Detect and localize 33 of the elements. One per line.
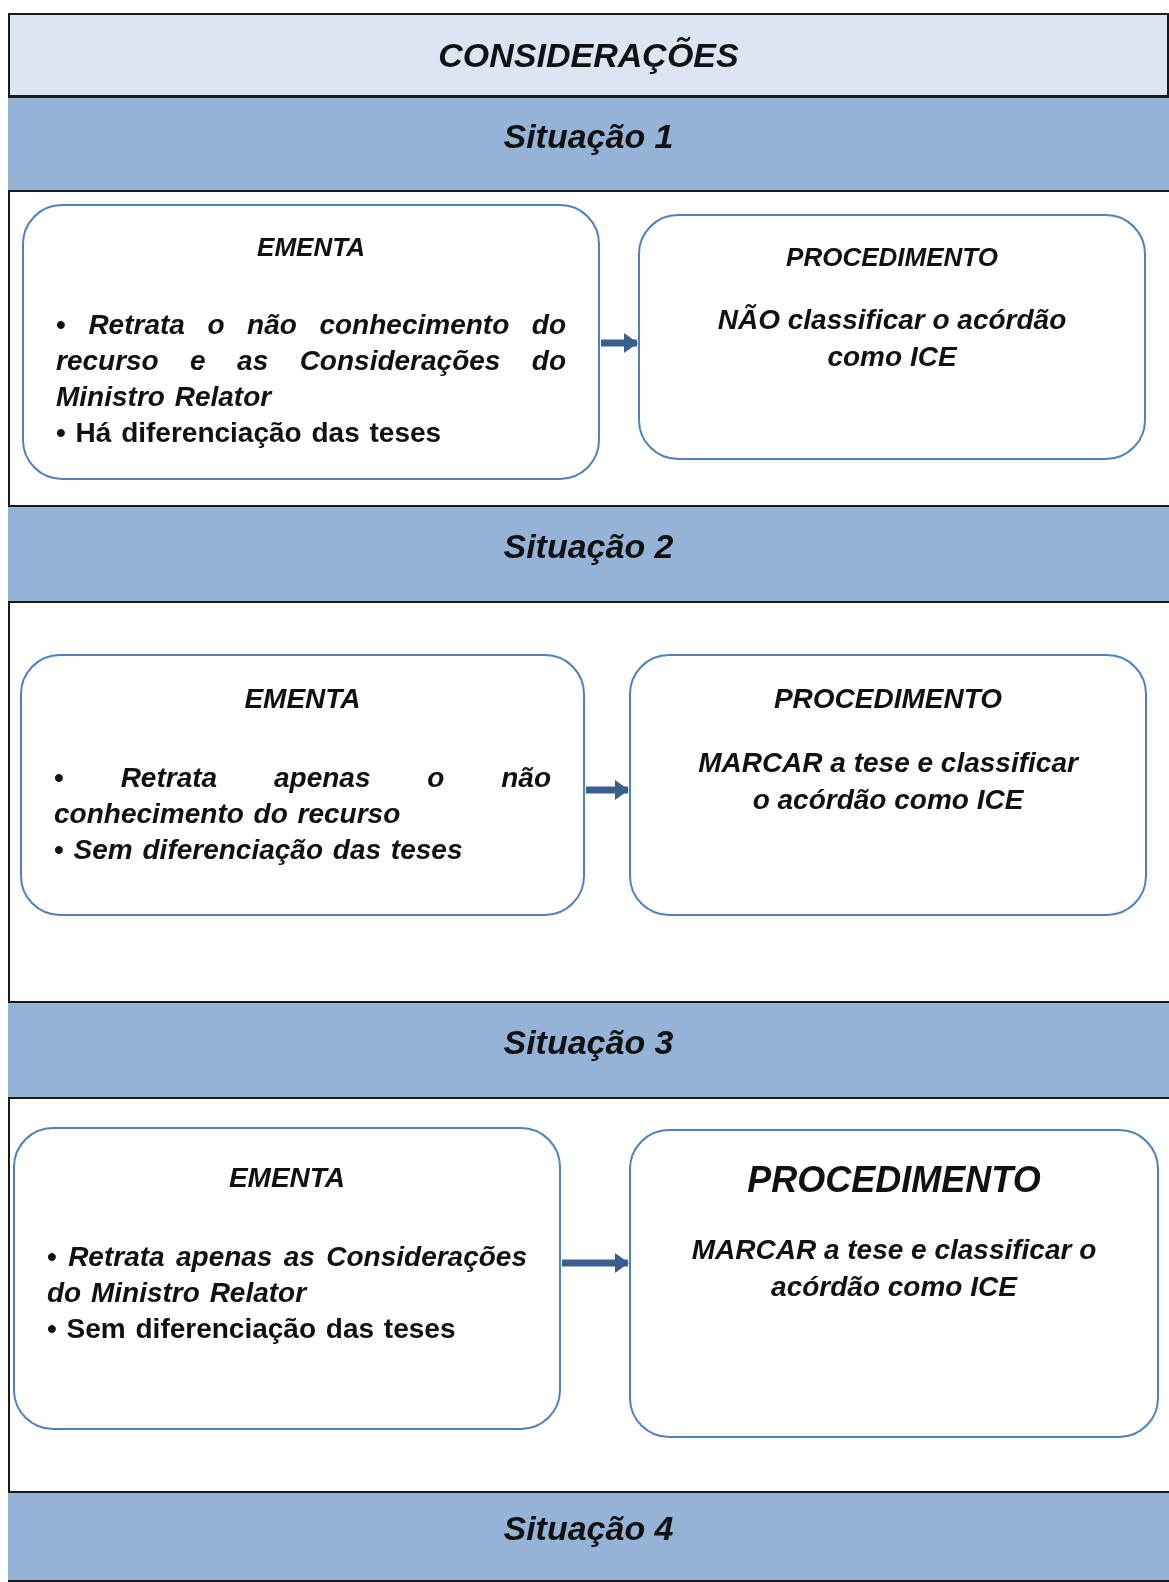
arrow [601, 333, 638, 353]
rounded-box [22, 204, 600, 480]
section-band [8, 96, 1169, 192]
diagram-title: CONSIDERAÇÕES [438, 34, 739, 76]
rounded-box [13, 1127, 561, 1430]
arrow [586, 780, 629, 800]
section-title: Situação 4 [503, 1508, 674, 1549]
bullet-item: • Retrata apenas o não conhecimento do recurso [54, 761, 551, 831]
box-heading: PROCEDIMENTO [747, 1158, 1041, 1202]
bullet-item: • Há diferenciação das teses [56, 416, 443, 450]
rounded-box [629, 1129, 1159, 1438]
bullet-item: • Retrata apenas as Considerações do Ministro Relator [47, 1240, 527, 1310]
rounded-box [20, 654, 585, 916]
box-heading: EMENTA [244, 682, 361, 716]
box-text: MARCAR a tese e classificar o acórdão como ICE [697, 746, 1080, 817]
section-band [8, 505, 1169, 603]
rounded-box [629, 654, 1147, 916]
bullet-item: • Retrata o não conhecimento do recurso e as Considerações do Ministro Relator [56, 308, 566, 414]
section-title: Situação 1 [503, 115, 674, 157]
box-text: NÃO classificar o acórdão como ICE [716, 303, 1068, 374]
section-band [8, 1491, 1169, 1582]
section-title: Situação 3 [503, 1021, 674, 1063]
section-band [8, 1001, 1169, 1099]
box-heading: EMENTA [228, 1161, 346, 1195]
box-heading: PROCEDIMENTO [773, 682, 1003, 716]
box-heading: PROCEDIMENTO [786, 241, 998, 274]
box-text: MARCAR a tese e classificar o acórdão como ICE [690, 1233, 1098, 1304]
rounded-box [638, 214, 1146, 460]
section-title: Situação 2 [503, 525, 674, 567]
arrow [562, 1253, 629, 1273]
box-heading: EMENTA [257, 231, 365, 264]
bullet-item: • Sem diferenciação das teses [54, 833, 464, 867]
bullet-item: • Sem diferenciação das teses [47, 1312, 457, 1346]
